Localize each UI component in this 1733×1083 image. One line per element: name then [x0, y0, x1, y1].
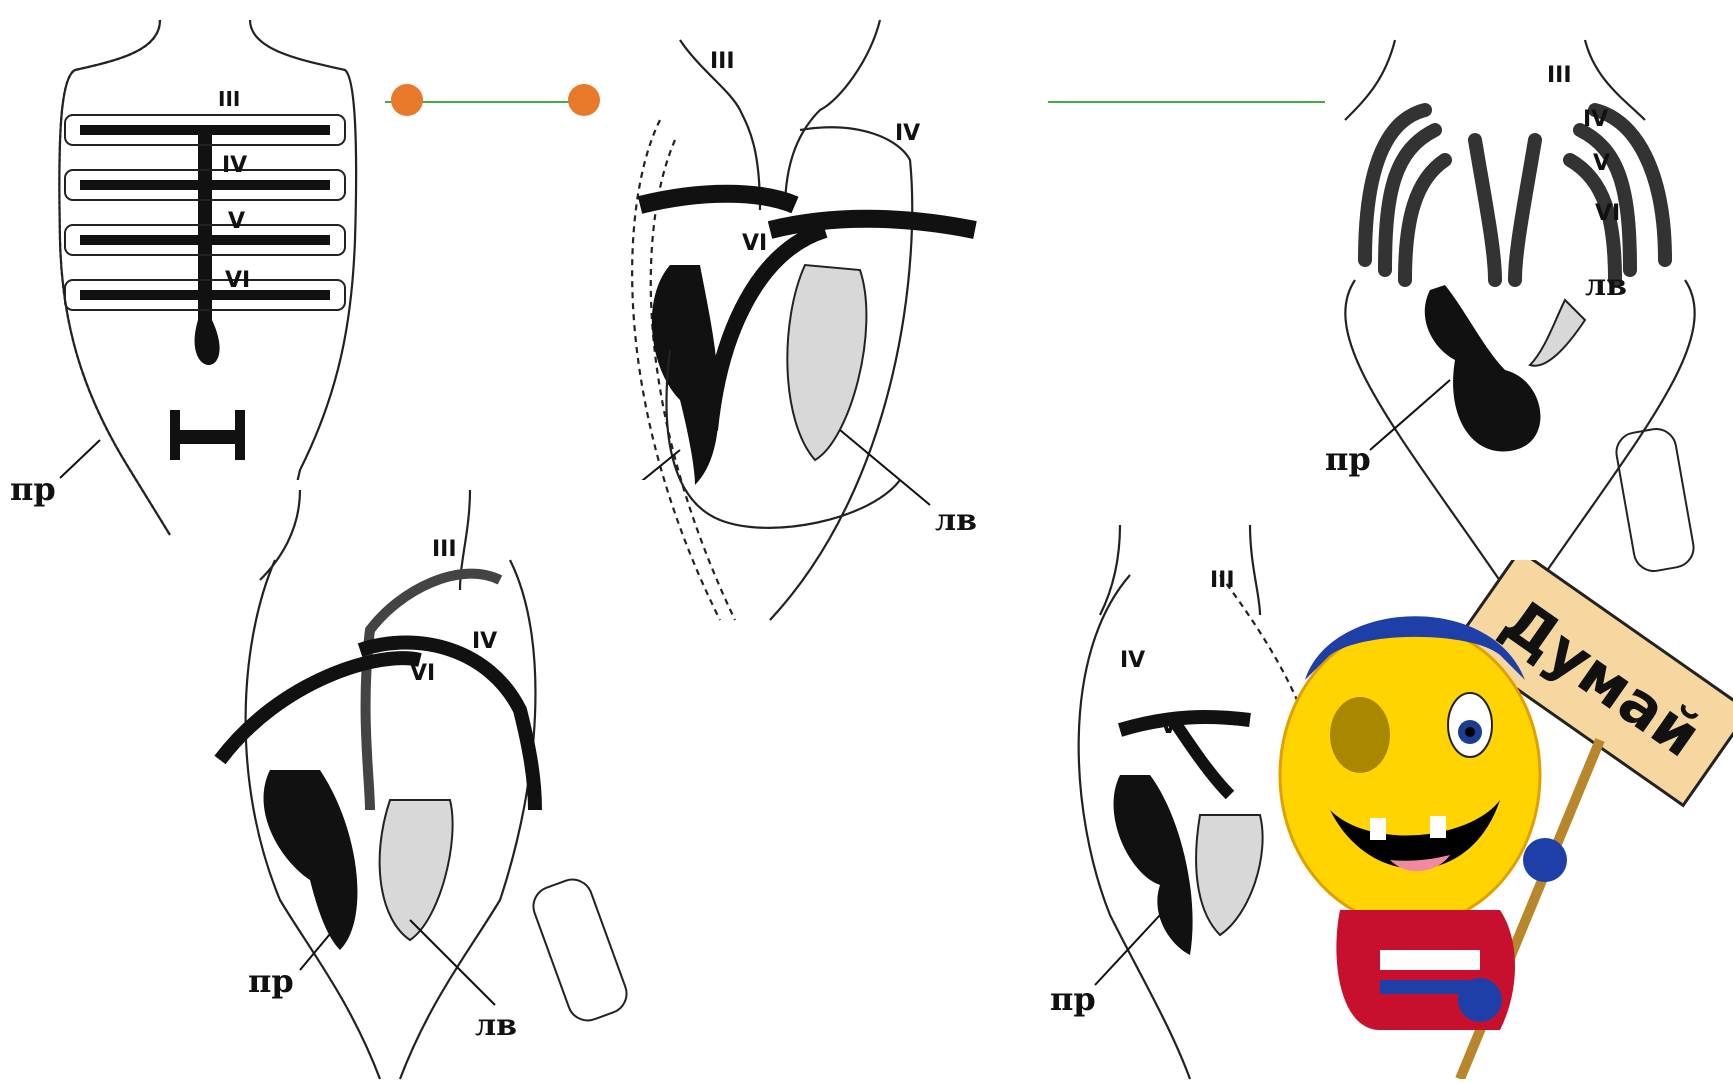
- lizard-pr-pointer: [1370, 380, 1450, 450]
- lizard-circulation-diagram: III IV V VI лв пр: [1325, 20, 1733, 610]
- fish-vessels: [59, 20, 356, 535]
- fish-arch-VI: VI: [225, 268, 250, 293]
- amphibian-vessels: [632, 20, 975, 620]
- bird-arch-III: III: [1210, 568, 1235, 593]
- amphibian-arch-IV: IV: [895, 121, 920, 146]
- lizard-pr-label: пр: [1325, 440, 1371, 478]
- connector-dot-right: [568, 84, 600, 116]
- reptile-arch-VI: VI: [410, 661, 435, 686]
- connector-dot-left: [391, 84, 423, 116]
- glove-lower-icon: [1458, 978, 1502, 1022]
- fish-pr-label: пр: [10, 470, 56, 508]
- bird-arch-VI: VI: [1160, 714, 1185, 739]
- amphibian-circulation-diagram: III IV VI лв: [600, 0, 1045, 645]
- reptile-arch-IV: IV: [472, 629, 497, 654]
- reptile-circulation-diagram: III IV VI пр лв: [220, 480, 660, 1079]
- bird-arch-IV: IV: [1120, 648, 1145, 673]
- fish-arch-IV: IV: [222, 153, 247, 178]
- glove-icon: [1523, 838, 1567, 882]
- reptile-arch-III: III: [432, 537, 457, 562]
- lizard-lv-label: лв: [1585, 268, 1627, 303]
- lizard-arch-VI: VI: [1595, 201, 1620, 226]
- amphibian-lv-label: лв: [935, 503, 977, 538]
- bird-pr-label: пр: [1050, 980, 1096, 1018]
- fish-pr-pointer: [60, 440, 100, 478]
- lizard-arch-V: V: [1593, 151, 1610, 176]
- fish-arch-V: V: [228, 209, 245, 234]
- reptile-lv-pointer: [410, 920, 495, 1005]
- lizard-arch-III: III: [1547, 63, 1572, 88]
- fish-arch-III: III: [218, 87, 240, 111]
- amphibian-arch-VI: VI: [742, 231, 767, 256]
- lizard-vessels: [1345, 40, 1697, 610]
- reptile-lv-label: лв: [475, 1008, 517, 1043]
- bird-pr-pointer: [1095, 915, 1160, 985]
- amphibian-arch-III: III: [710, 49, 735, 74]
- fish-circulation-diagram: III IV V VI пр: [0, 0, 385, 535]
- reptile-pr-label: пр: [248, 962, 294, 1000]
- mascot: Думай: [1270, 560, 1733, 1079]
- lizard-arch-IV: IV: [1583, 107, 1608, 132]
